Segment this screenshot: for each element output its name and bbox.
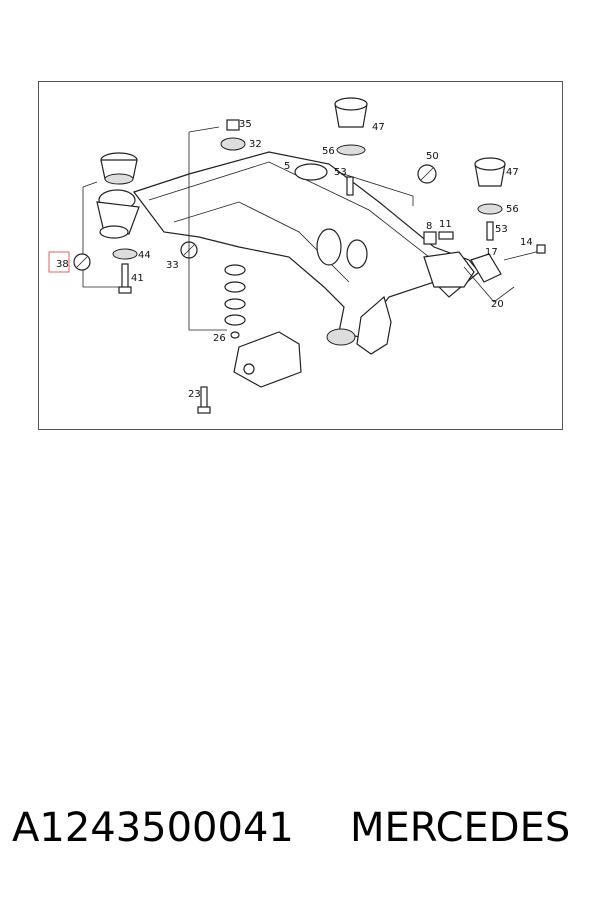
callout-17: 17 bbox=[485, 247, 498, 258]
callout-44: 44 bbox=[138, 250, 151, 261]
right-side-link bbox=[423, 231, 546, 303]
callout-23: 23 bbox=[188, 389, 201, 400]
callout-32: 32 bbox=[249, 139, 262, 150]
callout-50: 50 bbox=[426, 151, 439, 162]
callout-33: 33 bbox=[166, 260, 179, 271]
diagram-frame: 38 35 32 5 47 56 53 50 47 56 8 11 53 17 … bbox=[38, 81, 563, 430]
highlighted-callout-box bbox=[48, 251, 70, 273]
callout-26: 26 bbox=[213, 333, 226, 344]
callout-5: 5 bbox=[284, 161, 290, 172]
callout-14: 14 bbox=[520, 237, 533, 248]
rear-subframe bbox=[96, 151, 480, 355]
callout-35: 35 bbox=[239, 119, 252, 130]
brand-name: MERCEDES bbox=[350, 805, 571, 851]
callout-53b: 53 bbox=[495, 224, 508, 235]
callout-38: 38 bbox=[56, 259, 69, 270]
left-bushing bbox=[100, 152, 138, 185]
differential-mount bbox=[197, 331, 302, 414]
caption: A1243500041 MERCEDES bbox=[0, 805, 600, 865]
callout-47a: 47 bbox=[372, 122, 385, 133]
callout-47b: 47 bbox=[506, 167, 519, 178]
callout-56a: 56 bbox=[322, 146, 335, 157]
callout-11: 11 bbox=[439, 219, 452, 230]
callout-20: 20 bbox=[491, 299, 504, 310]
exploded-parts-diagram: 38 35 32 5 47 56 53 50 47 56 8 11 53 17 … bbox=[48, 97, 546, 414]
part-number: A1243500041 bbox=[12, 805, 294, 851]
leader-lines bbox=[188, 126, 414, 331]
left-mount-hardware bbox=[82, 181, 138, 294]
callout-8: 8 bbox=[426, 221, 432, 232]
callout-56b: 56 bbox=[506, 204, 519, 215]
washer-stack-center bbox=[220, 119, 246, 339]
right-top-mounts bbox=[334, 97, 506, 241]
callout-53a: 53 bbox=[334, 167, 347, 178]
callout-41: 41 bbox=[131, 273, 144, 284]
